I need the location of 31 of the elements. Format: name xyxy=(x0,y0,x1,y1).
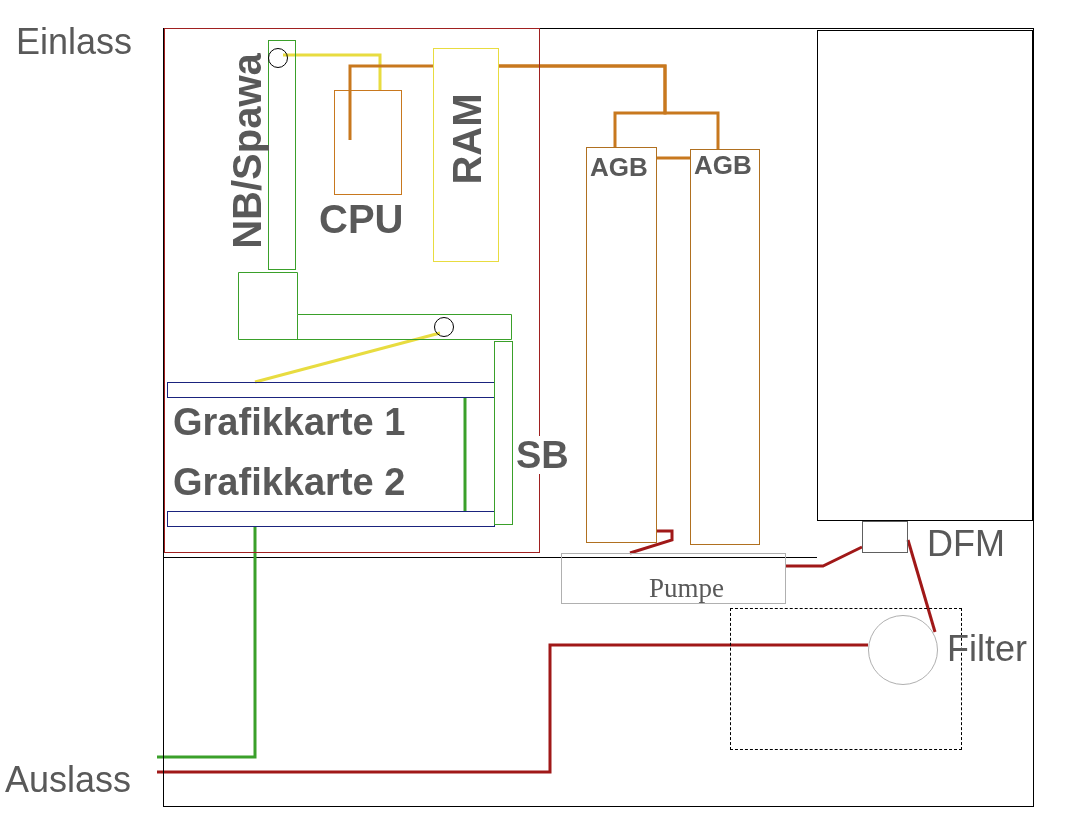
component-label: Grafikkarte 2 xyxy=(173,463,406,501)
water-tube xyxy=(254,331,441,384)
component-label: CPU xyxy=(319,199,404,239)
reservoir xyxy=(690,149,760,545)
water-tube xyxy=(157,643,868,774)
component-label: Pumpe xyxy=(649,575,724,602)
component-label: SB xyxy=(516,436,569,474)
ram-cooler xyxy=(433,48,499,262)
pump-outline xyxy=(561,553,786,604)
component-label: NB/Spawa xyxy=(227,53,267,249)
water-tube xyxy=(786,545,863,568)
component-label: RAM xyxy=(447,93,487,185)
inlet-label: Einlass xyxy=(16,24,133,60)
water-tube xyxy=(348,64,433,140)
component-label: AGB xyxy=(590,154,648,180)
water-tube xyxy=(657,156,690,160)
case-outline xyxy=(163,28,1034,807)
component-label: AGB xyxy=(694,152,752,178)
water-tube xyxy=(629,529,674,555)
component-label: DFM xyxy=(927,526,1005,562)
water-tube xyxy=(499,64,720,149)
water-tube xyxy=(906,539,937,633)
component-label: Grafikkarte 1 xyxy=(173,403,406,441)
water-tube xyxy=(283,53,382,90)
reservoir xyxy=(586,147,657,543)
drive-bay-outline xyxy=(817,30,1033,521)
water-tube xyxy=(157,527,257,759)
water-tube xyxy=(463,398,467,511)
component-label: Filter xyxy=(947,631,1027,667)
outlet-label: Auslass xyxy=(5,756,157,804)
chipset-cooler xyxy=(238,272,512,340)
